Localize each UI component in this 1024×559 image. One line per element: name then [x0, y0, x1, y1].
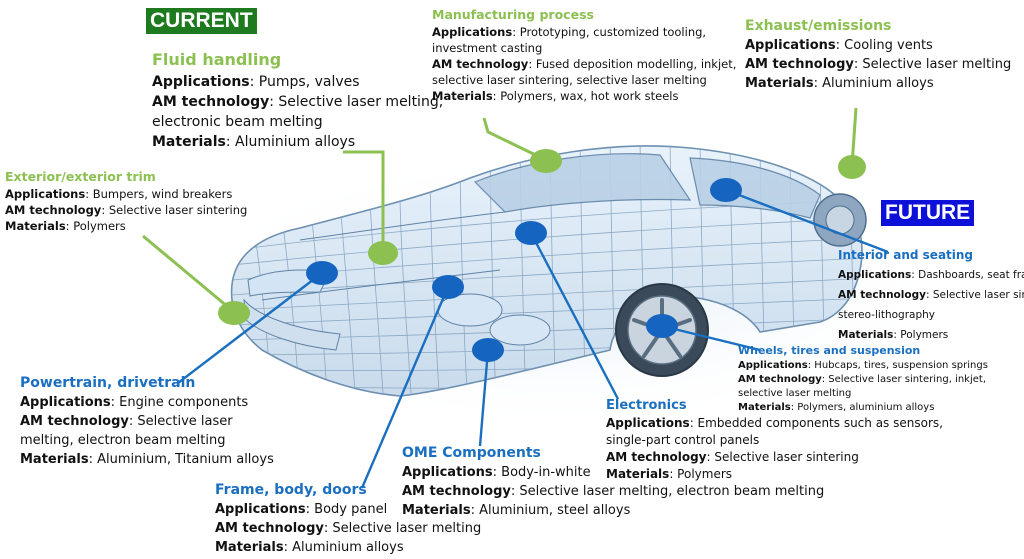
future-connectors [177, 188, 889, 489]
connector-frame [360, 286, 450, 489]
future-markers [306, 178, 742, 362]
marker-frame [432, 275, 464, 299]
marker-electronics [515, 221, 547, 245]
side-window [689, 157, 821, 219]
connector-manufacturing [482, 117, 547, 162]
marker-fluid [368, 241, 398, 265]
current-markers [218, 149, 866, 325]
marker-interior [710, 178, 742, 202]
marker-exterior [218, 301, 250, 325]
connector-exterior [142, 234, 235, 314]
marker-ome [472, 338, 504, 362]
rear-wheel [813, 193, 867, 247]
marker-exhaust [838, 155, 866, 179]
marker-powertrain [306, 261, 338, 285]
connector-fluid [343, 150, 385, 252]
connector-interior [725, 188, 889, 254]
marker-wheels [646, 314, 678, 338]
connector-ome [478, 349, 490, 447]
connector-wheels [661, 324, 761, 352]
marker-manufacturing [530, 149, 562, 173]
connector-electronics [529, 232, 620, 400]
connector-powertrain [177, 272, 323, 384]
front-light-cluster-2 [489, 314, 551, 346]
